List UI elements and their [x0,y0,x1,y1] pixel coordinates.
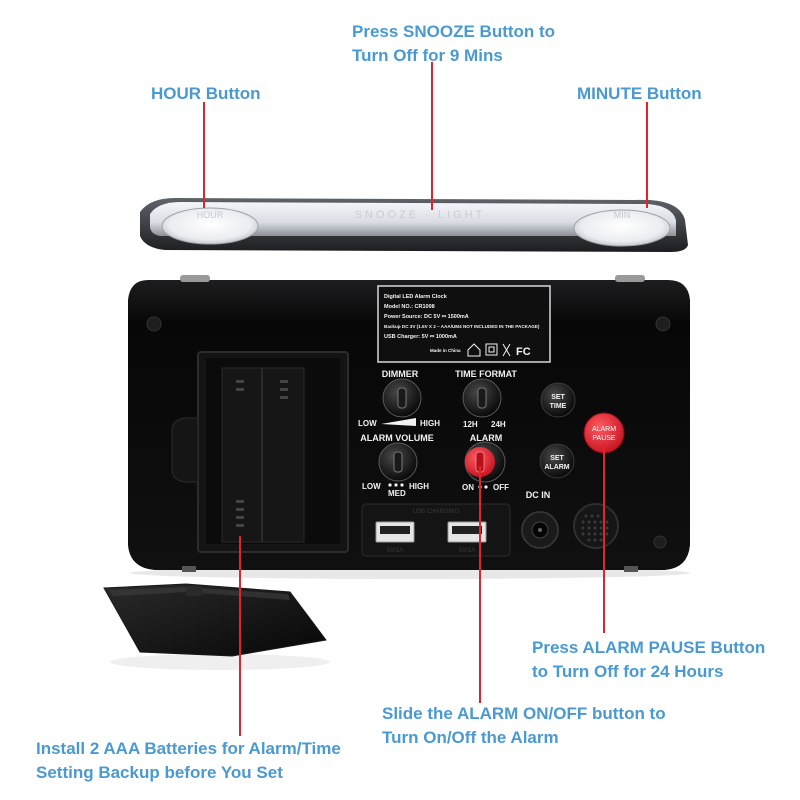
hour-leader-line [203,102,205,208]
battery-compartment[interactable] [171,351,349,553]
alarm-on-label: ON [462,483,474,492]
snooze-callout-line-1: Press SNOOZE Button to [352,22,556,41]
alarm-pause-label-2: PAUSE [592,435,616,442]
time-format-label: TIME FORMAT [455,369,517,379]
set-time-label-1: SET [551,394,565,401]
alarm-label: ALARM [470,433,503,443]
set-time-label-2: TIME [550,403,567,410]
battery-callout-line-1: Install 2 AAA Batteries for Alarm/Time [36,739,341,758]
alarm-pause-label-1: ALARM [592,426,616,433]
volume-low-label: LOW [362,482,381,491]
dimmer-low-label: LOW [358,419,377,428]
snooze-key-label[interactable]: SNOOZE · LIGHT [355,209,486,221]
alarm-pause-callout-line-2: to Turn Off for 24 Hours [532,662,724,681]
hour-key[interactable] [161,207,259,245]
volume-high-label: HIGH [409,482,429,491]
controls-panel: DIMMER LOW HIGH TIME FORMAT 12H 24H ALAR… [358,369,625,498]
certification-icons [467,343,511,357]
set-alarm-button[interactable] [539,443,575,479]
top-button-panel: HOUR SNOOZE · LIGHT MIN [140,198,688,252]
battery-leader-line [239,536,241,736]
set-alarm-label-2: ALARM [544,464,569,471]
screw-hole [653,535,667,549]
usb-charging-label: USB CHARGING [413,509,460,515]
usb-port-1-label: 5V/1A [387,548,403,554]
hour-key-label: HOUR [197,210,224,220]
fc-mark: FC [516,346,531,358]
speaker-grille [573,503,619,549]
battery-callout: Install 2 AAA Batteries for Alarm/Time S… [36,737,341,785]
snooze-callout-line-2: Turn Off for 9 Mins [352,46,503,65]
minute-callout-text: MINUTE Button [577,84,702,103]
dc-in-jack[interactable]: DC IN [521,490,559,549]
spec-line: USB Charger: 5V ⎓ 1000mA [384,334,457,340]
alarm-pause-leader-line [603,443,605,633]
screw-hole [655,316,671,332]
dimmer-label: DIMMER [382,369,419,379]
usb-port-2-label: 5V/1A [459,548,475,554]
hour-callout-text: HOUR Button [151,84,261,103]
usb-ports: USB CHARGING 5V/1A 5V/1A [361,503,511,557]
alarm-switch-callout-line-1: Slide the ALARM ON/OFF button to [382,704,666,723]
format-12h-label: 12H [463,420,478,429]
snooze-callout: Press SNOOZE Button to Turn Off for 9 Mi… [352,20,555,68]
minute-key[interactable] [573,209,671,247]
alarm-off-label: OFF [493,483,509,492]
dc-in-label: DC IN [526,490,551,500]
set-time-button[interactable] [540,382,576,418]
spec-line: Digital LED Alarm Clock [384,294,448,300]
snooze-leader-line [431,62,433,210]
spec-line: Backup DC 3V (1.5V X 2 – AAA/UM4 NOT INC… [384,324,540,329]
minute-callout: MINUTE Button [577,82,702,106]
format-24h-label: 24H [491,420,506,429]
set-alarm-label-1: SET [550,455,564,462]
alarm-pause-callout-line-1: Press ALARM PAUSE Button [532,638,766,657]
minute-key-label: MIN [614,210,631,220]
alarm-switch-leader-line [479,466,481,703]
alarm-switch-callout-line-2: Turn On/Off the Alarm [382,728,559,747]
alarm-volume-label: ALARM VOLUME [360,433,434,443]
volume-med-label: MED [388,489,406,498]
spec-line: Made in China [430,348,461,353]
battery-callout-line-2: Setting Backup before You Set [36,763,283,782]
spec-label-sticker: Digital LED Alarm Clock Model NO.: CR100… [377,285,551,363]
spec-line: Model NO.: CR1008 [384,304,435,310]
dimmer-high-label: HIGH [420,419,440,428]
screw-hole [146,316,162,332]
spec-line: Power Source: DC 5V ⎓ 1500mA [384,314,469,320]
hour-callout: HOUR Button [151,82,261,106]
alarm-pause-callout: Press ALARM PAUSE Button to Turn Off for… [532,636,765,684]
battery-cover-lid[interactable] [103,583,330,670]
alarm-switch-callout: Slide the ALARM ON/OFF button to Turn On… [382,702,666,750]
minute-leader-line [646,102,648,208]
